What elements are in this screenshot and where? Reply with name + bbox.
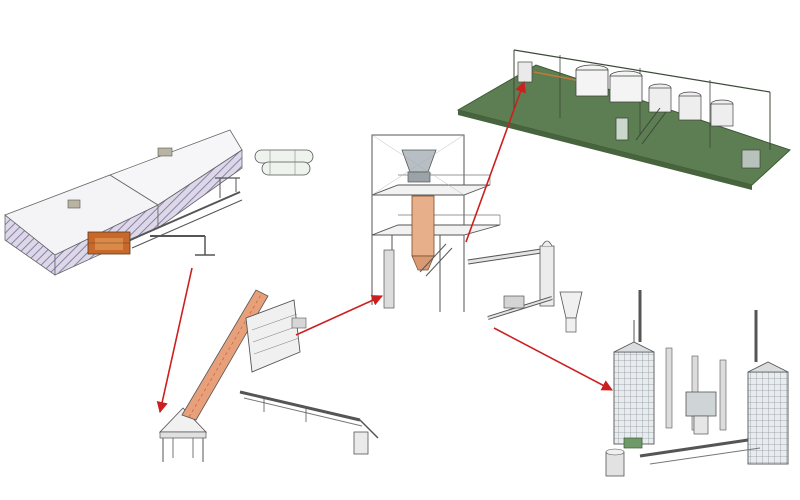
cyclone-separator-icon	[467, 240, 583, 333]
steel-tower-icon	[371, 134, 501, 312]
storage-shed	[4, 129, 314, 276]
flow-arrow-tower-to-silos	[493, 327, 613, 391]
cyclone-unit	[467, 240, 583, 333]
tank-platform-icon	[456, 49, 791, 190]
incline-conveyor	[158, 289, 379, 462]
warehouse-shed-icon	[4, 129, 243, 276]
horizontal-tanks-icon	[254, 149, 314, 176]
processing-tower	[371, 134, 501, 312]
flow-arrow-conveyor-to-tower	[295, 295, 384, 336]
incline-conveyor-icon	[158, 289, 379, 462]
silo-bins-icon	[605, 290, 789, 477]
silo-plant	[605, 290, 789, 477]
flow-arrows	[156, 80, 613, 414]
flow-arrow-shed-to-conveyor	[156, 267, 193, 414]
tank-platform	[456, 49, 791, 190]
flow-arrow-tower-to-platform	[465, 80, 526, 243]
